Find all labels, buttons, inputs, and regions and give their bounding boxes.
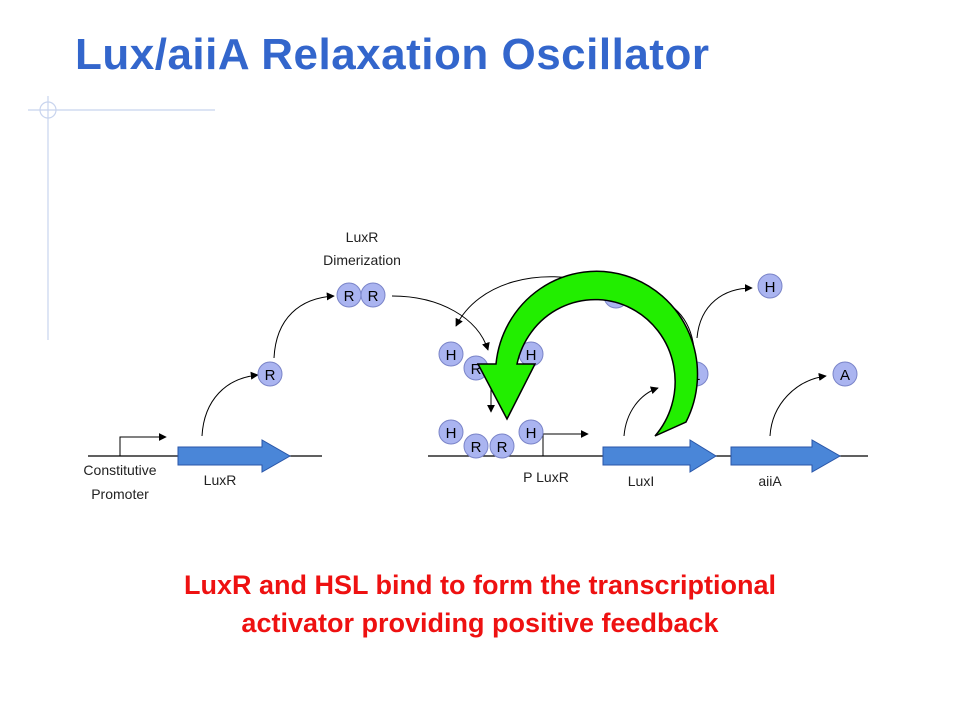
circle-label: R xyxy=(471,361,482,378)
luxi-gene-arrow xyxy=(602,439,717,473)
luxr-gene-arrow xyxy=(177,439,292,473)
hsl-synthesis-arrow xyxy=(696,284,753,339)
circle-label: R xyxy=(497,439,508,456)
luxr-monomer: R xyxy=(257,361,283,387)
caption-line2: activator providing positive feedback xyxy=(241,608,719,638)
circle-label: H xyxy=(446,425,457,442)
hsl-luxr-complex-bound: H R R H xyxy=(438,419,544,459)
aiia-gene-label: aiiA xyxy=(758,473,782,489)
caption-line1: LuxR and HSL bind to form the transcript… xyxy=(183,570,777,600)
dimerization-label-line2: Dimerization xyxy=(323,252,401,268)
caption: LuxR and HSL bind to form the transcript… xyxy=(0,566,960,642)
hsl-molecule-right: H xyxy=(757,273,783,299)
circle-label: H xyxy=(526,347,537,364)
constitutive-promoter-arrow xyxy=(119,433,167,456)
circle-label: R xyxy=(265,367,276,384)
aiia-expression-arrow xyxy=(769,372,827,437)
aiia-gene-arrow xyxy=(730,439,842,473)
luxr-expression-arrow xyxy=(201,371,259,437)
luxi-gene-label: LuxI xyxy=(628,473,654,489)
circle-label: R xyxy=(471,439,482,456)
circle-label: A xyxy=(840,367,850,384)
pluxr-label: P LuxR xyxy=(523,469,569,485)
dimerization-arrow xyxy=(273,292,335,359)
aiia-protein: A xyxy=(832,361,858,387)
luxr-dimer: R R xyxy=(336,282,386,308)
circle-label: H xyxy=(446,347,457,364)
circle-label: R xyxy=(368,288,379,305)
dimer-binding-arrow xyxy=(391,295,490,351)
luxi-expression-arrow xyxy=(623,386,659,437)
circle-label: R xyxy=(344,288,355,305)
slide-title: Lux/aiiA Relaxation Oscillator xyxy=(75,30,710,79)
constitutive-promoter-label-line2: Promoter xyxy=(91,486,149,502)
constitutive-promoter-label-line1: Constitutive xyxy=(83,462,156,478)
pluxr-promoter-arrow xyxy=(542,430,589,456)
positive-feedback-arrow xyxy=(476,270,699,437)
circle-label: H xyxy=(526,425,537,442)
luxr-gene-label: LuxR xyxy=(204,472,237,488)
dimerization-label-line1: LuxR xyxy=(346,229,379,245)
circle-label: H xyxy=(765,279,776,296)
